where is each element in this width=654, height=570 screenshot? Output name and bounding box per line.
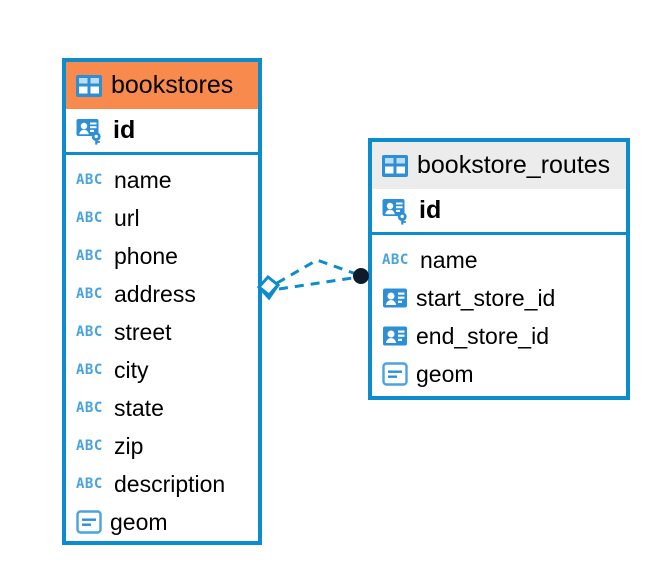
primary-key-label: id	[113, 116, 136, 144]
entity-title: bookstore_routes	[417, 151, 611, 179]
field-label: end_store_id	[416, 322, 549, 349]
field-row[interactable]: ABC name	[66, 161, 258, 199]
field-label: address	[114, 280, 196, 307]
field-row[interactable]: ABC city	[66, 351, 258, 389]
foreign-key-icon	[383, 326, 407, 346]
primary-key-row-bookstore-routes[interactable]: id	[372, 189, 626, 235]
field-row[interactable]: ABC address	[66, 275, 258, 313]
abc-text-icon: ABC	[76, 476, 103, 492]
geometry-icon	[76, 510, 102, 534]
field-label: state	[114, 394, 164, 421]
primary-key-row-bookstores[interactable]: id	[66, 109, 258, 155]
abc-text-icon: ABC	[76, 210, 103, 226]
entity-bookstores[interactable]: bookstores id ABC na	[62, 58, 262, 545]
abc-text-icon: ABC	[76, 248, 103, 264]
entity-bookstore-routes[interactable]: bookstore_routes id ABC	[368, 138, 630, 400]
field-row[interactable]: ABC zip	[66, 427, 258, 465]
geometry-icon	[382, 362, 408, 386]
field-label: zip	[114, 432, 144, 459]
field-row[interactable]: ABC state	[66, 389, 258, 427]
field-row[interactable]: ABC name	[372, 241, 626, 279]
primary-key-icon	[382, 198, 407, 225]
field-label: url	[114, 204, 140, 231]
field-label: geom	[110, 508, 168, 535]
relationship-connector[interactable]	[255, 243, 375, 315]
entity-header-bookstores[interactable]: bookstores	[66, 62, 258, 109]
abc-text-icon: ABC	[76, 438, 103, 454]
diamond-crowsfoot-marker	[256, 274, 281, 301]
field-label: description	[114, 470, 226, 497]
field-list-bookstore-routes: ABC name start_store_id	[372, 235, 626, 397]
primary-key-label: id	[419, 196, 442, 224]
field-row[interactable]: ABC url	[66, 199, 258, 237]
abc-text-icon: ABC	[76, 172, 103, 188]
abc-text-icon: ABC	[76, 286, 103, 302]
field-label: start_store_id	[416, 284, 556, 311]
relationship-line-lower	[278, 275, 360, 291]
field-label: street	[114, 318, 172, 345]
primary-key-icon	[76, 118, 101, 145]
field-row[interactable]: geom	[372, 355, 626, 393]
entity-title: bookstores	[111, 71, 234, 99]
field-label: geom	[416, 360, 474, 387]
filled-circle-marker	[353, 268, 369, 284]
abc-text-icon: ABC	[76, 400, 103, 416]
foreign-key-icon	[383, 288, 407, 308]
field-row[interactable]: start_store_id	[372, 279, 626, 317]
field-row[interactable]: geom	[66, 503, 258, 541]
abc-text-icon: ABC	[76, 324, 103, 340]
field-row[interactable]: end_store_id	[372, 317, 626, 355]
table-grid-icon	[382, 154, 408, 177]
abc-text-icon: ABC	[382, 252, 409, 268]
field-label: phone	[114, 242, 178, 269]
field-label: name	[420, 246, 478, 273]
field-label: name	[114, 166, 172, 193]
field-row[interactable]: ABC street	[66, 313, 258, 351]
table-grid-icon	[76, 74, 102, 97]
abc-text-icon: ABC	[76, 362, 103, 378]
field-row[interactable]: ABC description	[66, 465, 258, 503]
field-list-bookstores: ABC name ABC url ABC phone ABC address A…	[66, 155, 258, 545]
field-row[interactable]: ABC phone	[66, 237, 258, 275]
entity-header-bookstore-routes[interactable]: bookstore_routes	[372, 142, 626, 189]
field-label: city	[114, 356, 149, 383]
